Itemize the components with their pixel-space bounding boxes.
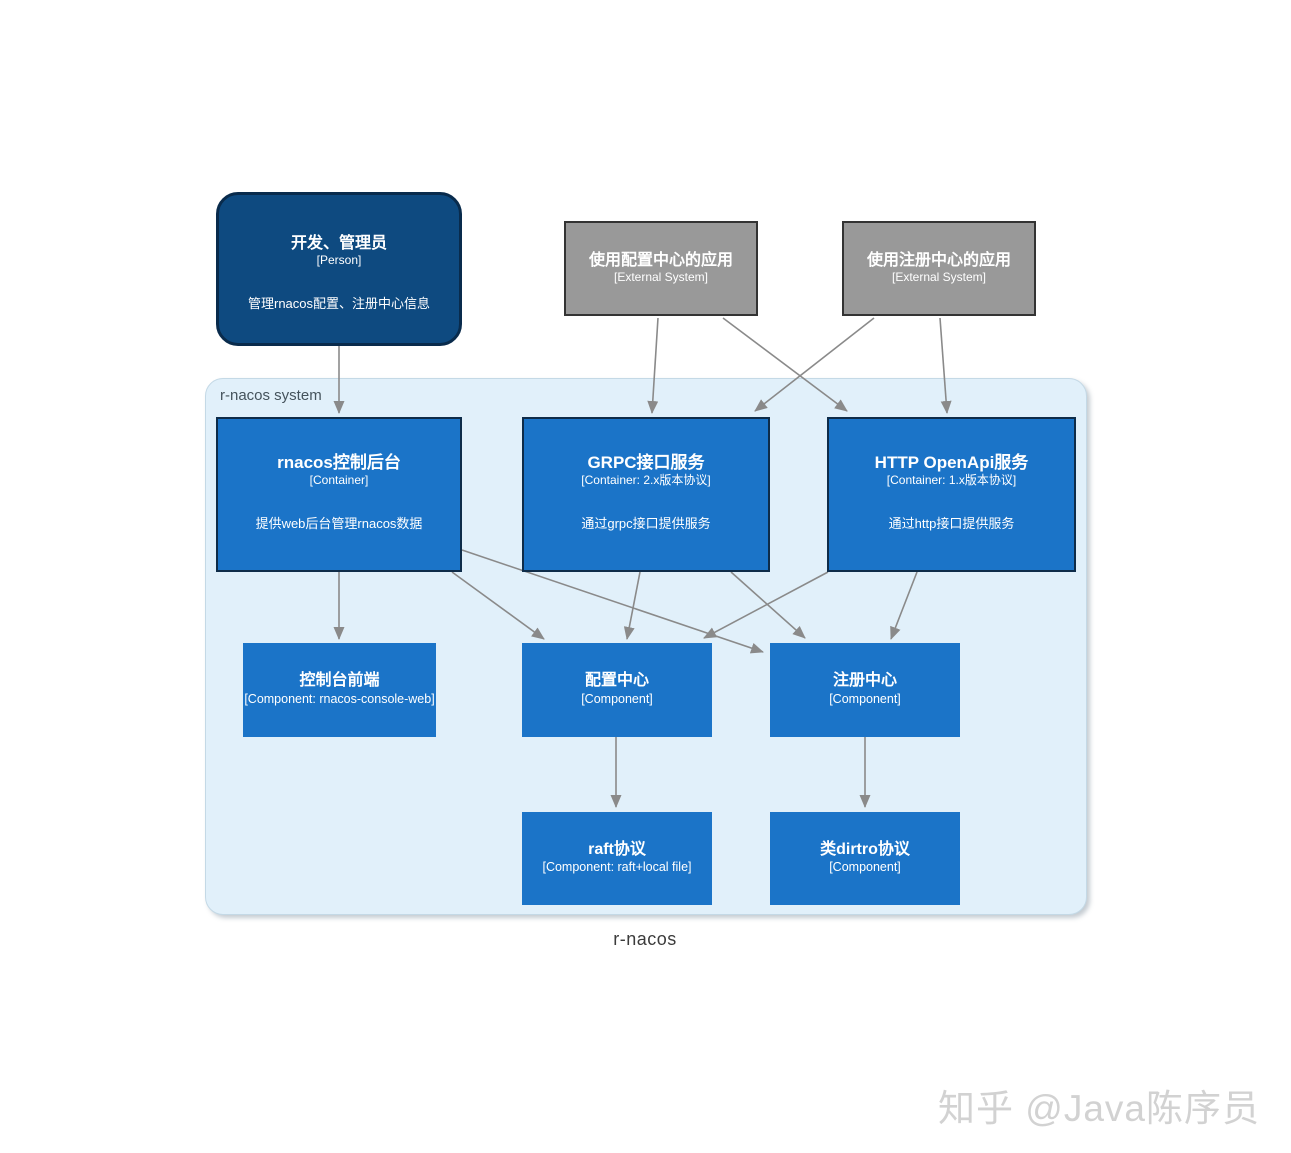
node-title: 开发、管理员 (290, 235, 387, 252)
node-desc: 通过grpc接口提供服务 (581, 515, 711, 531)
node-meta: [Container: 2.x版本协议] (581, 472, 711, 487)
node-title: raft协议 (588, 840, 646, 858)
node-title: HTTP OpenApi服务 (874, 453, 1029, 472)
node-config-center: 配置中心 [Component] (522, 643, 712, 737)
node-title: GRPC接口服务 (587, 453, 705, 472)
node-title: 控制台前端 (299, 672, 380, 690)
node-meta: [Component] (829, 860, 901, 875)
node-meta: [Component: raft+local file] (542, 860, 692, 875)
node-registry-center: 注册中心 [Component] (770, 643, 960, 737)
node-title: 使用配置中心的应用 (588, 251, 733, 269)
node-title: 注册中心 (832, 672, 897, 690)
node-meta: [Container: 1.x版本协议] (886, 472, 1017, 487)
node-console-backend: rnacos控制后台 [Container] 提供web后台管理rnacos数据 (216, 417, 462, 572)
node-meta: [Component: rnacos-console-web] (244, 691, 435, 706)
node-title: 配置中心 (584, 672, 649, 690)
diagram-caption: r-nacos (613, 929, 677, 949)
node-title: rnacos控制后台 (277, 453, 401, 472)
system-boundary-label: r-nacos system (220, 387, 322, 404)
node-desc: 通过http接口提供服务 (888, 515, 1015, 531)
node-grpc-service: GRPC接口服务 [Container: 2.x版本协议] 通过grpc接口提供… (522, 417, 770, 572)
node-raft-protocol: raft协议 [Component: raft+local file] (522, 812, 712, 905)
node-desc: 提供web后台管理rnacos数据 (255, 515, 423, 531)
node-person: 开发、管理员 [Person] 管理rnacos配置、注册中心信息 (216, 192, 462, 346)
node-title: 使用注册中心的应用 (866, 251, 1011, 269)
node-meta: [Component] (581, 691, 653, 706)
node-meta: [External System] (891, 270, 987, 285)
node-http-service: HTTP OpenApi服务 [Container: 1.x版本协议] 通过ht… (827, 417, 1076, 572)
node-meta: [Component] (829, 691, 901, 706)
node-meta: [External System] (613, 270, 709, 285)
node-desc: 管理rnacos配置、注册中心信息 (247, 296, 431, 312)
watermark-text: 知乎 @Java陈序员 (938, 1088, 1260, 1129)
node-config-app: 使用配置中心的应用 [External System] (564, 221, 758, 316)
node-console-web: 控制台前端 [Component: rnacos-console-web] (243, 643, 436, 737)
node-meta: [Container] (309, 472, 369, 487)
node-title: 类dirtro协议 (820, 840, 910, 858)
node-meta: [Person] (316, 253, 362, 268)
node-distro-protocol: 类dirtro协议 [Component] (770, 812, 960, 905)
node-registry-app: 使用注册中心的应用 [External System] (842, 221, 1036, 316)
